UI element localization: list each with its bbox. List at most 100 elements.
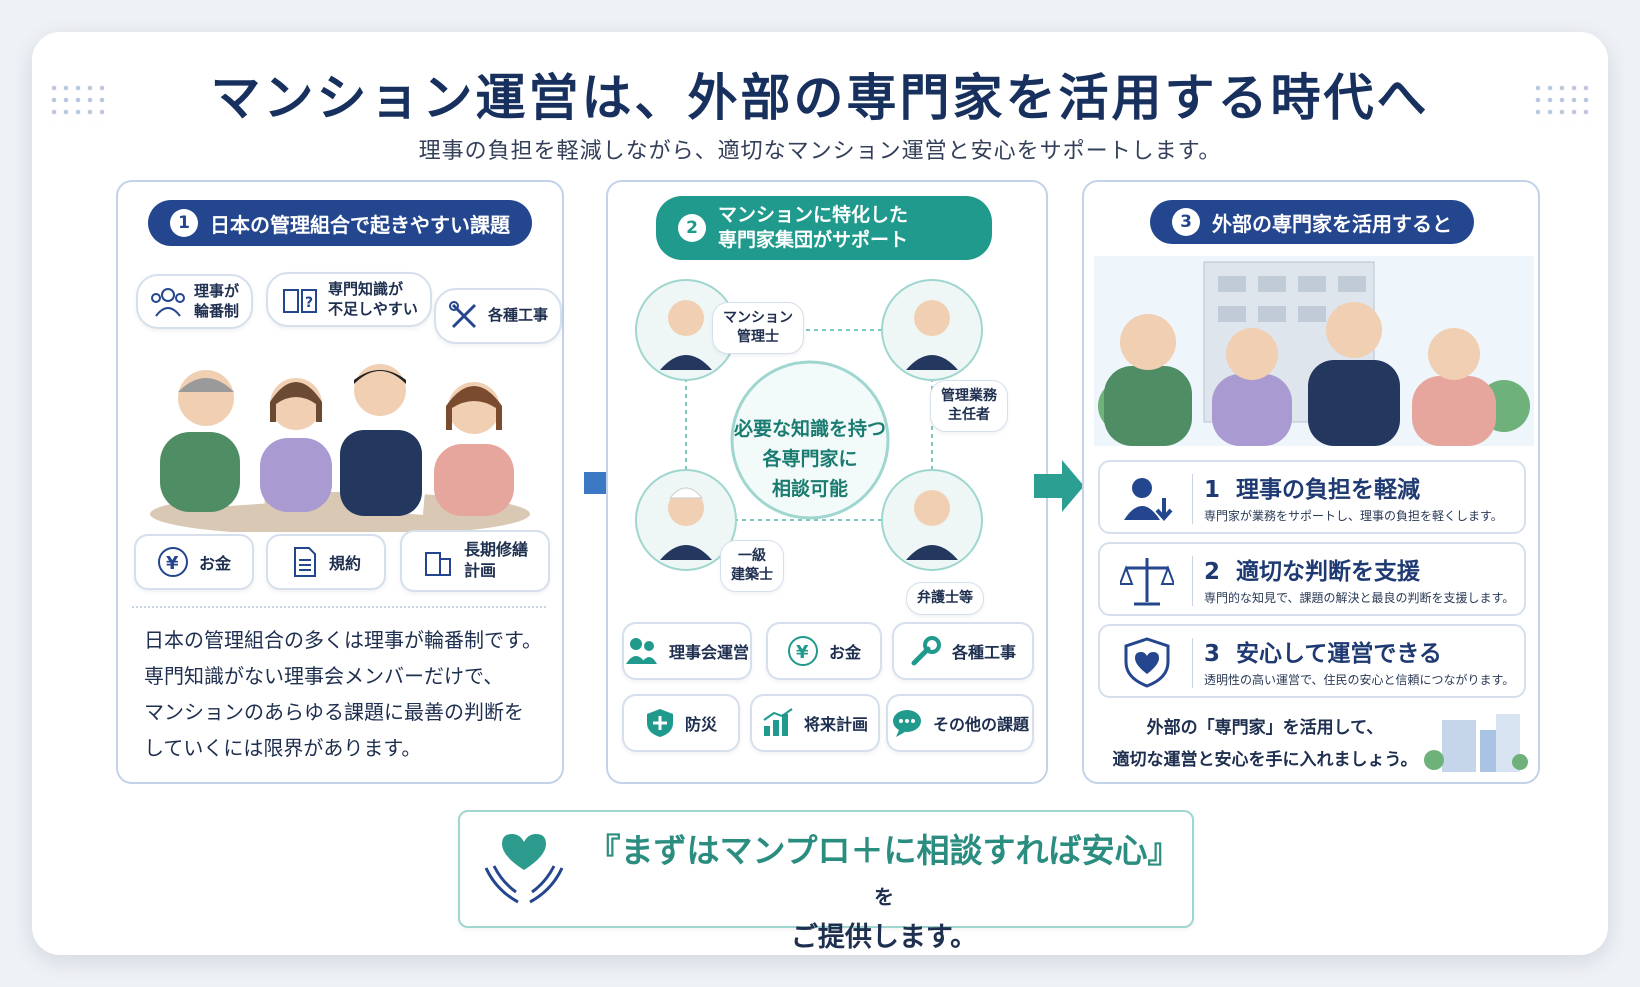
expert-label-text: 管理業務 主任者 [941, 388, 997, 423]
cta-highlight: 『まずはマンプロ＋に相談すれば安心』 [587, 831, 1181, 870]
closing-line: 適切な運営と安心を手に入れましょう。 [1112, 750, 1418, 770]
center-message-line: 必要な知識を持つ [733, 418, 886, 440]
panel1-number: 1 [170, 209, 198, 237]
closing-line: 外部の「専門家」を活用して、 [1146, 718, 1384, 738]
arrow-right-icon [1034, 460, 1084, 512]
panel2-heading: 2 マンションに特化した 専門家集団がサポート [656, 196, 992, 260]
panel1-heading: 1 日本の管理組合で起きやすい課題 [148, 200, 532, 246]
center-message: 必要な知識を持つ 各専門家に 相談可能 [732, 414, 888, 504]
scales-icon [1120, 558, 1174, 606]
building-icon [424, 552, 451, 576]
benefit-number: 1 [1204, 477, 1221, 503]
panel1-description-line: していくには限界があります。 [144, 736, 422, 760]
tag-rules-text: 規約 [328, 554, 361, 573]
cta-suffix: を [874, 885, 894, 909]
tag-money-text: お金 [198, 554, 231, 573]
benefit-reduce-burden: 1 理事の負担を軽減 専門家が業務をサポートし、理事の負担を軽くします。 [1098, 460, 1526, 534]
tools-icon [449, 301, 477, 329]
expert-label-condo-manager: マンション 管理士 [712, 302, 804, 354]
panel3-number: 3 [1172, 208, 1200, 236]
wrench-icon [911, 636, 941, 666]
bubble-knowledge: ? 専門知識が 不足しやすい [266, 272, 432, 327]
chat-icon [892, 710, 921, 737]
user-down-arrow-icon [1124, 478, 1173, 522]
happy-residents-illustration [1094, 256, 1534, 446]
expert-label-lawyer: 弁護士等 [906, 582, 984, 615]
book-question-icon: ? [283, 288, 317, 313]
panel1-divider [132, 606, 546, 608]
bubble-rotation-text: 理事が 輪番制 [194, 282, 240, 320]
service-text: 将来計画 [803, 715, 868, 734]
decor-dots-right [1532, 82, 1594, 122]
panel3-title: 外部の専門家を活用すると [1212, 211, 1452, 236]
service-text: お金 [828, 643, 861, 662]
worried-board-members-illustration [150, 364, 530, 532]
service-money: ¥ お金 [766, 622, 882, 680]
cta-message: 『まずはマンプロ＋に相談すれば安心』を ご提供します。 [584, 830, 1184, 958]
growth-chart-icon [763, 708, 793, 736]
shield-heart-icon [1124, 637, 1170, 688]
panel2-title-line1: マンションに特化した [718, 204, 909, 227]
panel1-description: 日本の管理組合の多くは理事が輪番制です。 専門知識がない理事会メンバーだけで、 … [144, 622, 544, 766]
yen-icon: ¥ [157, 547, 188, 577]
benefit-number: 3 [1204, 641, 1221, 667]
svg-text:¥: ¥ [166, 553, 179, 574]
panel3-closing: 外部の「専門家」を活用して、 適切な運営と安心を手に入れましょう。 [1100, 712, 1430, 776]
benefit-judgment-support: 2 適切な判断を支援 専門的な知見で、課題の解決と最良の判断を支援します。 [1098, 542, 1526, 616]
people-icon [625, 638, 657, 664]
panel1-description-line: マンションのあらゆる課題に最善の判断を [144, 700, 524, 724]
benefit-description: 透明性の高い運営で、住民の安心と信頼につながります。 [1204, 673, 1515, 687]
panel2-title-line2: 専門家集団がサポート [718, 229, 909, 251]
tag-long-term-plan: 長期修繕 計画 [400, 530, 550, 592]
shield-cross-icon [646, 709, 673, 737]
expert-label-text: 弁護士等 [917, 590, 973, 606]
service-construction: 各種工事 [892, 622, 1034, 680]
page-title: マンション運営は、外部の専門家を活用する時代へ [210, 69, 1430, 127]
expert-label-architect: 一級 建築士 [720, 540, 784, 592]
bubble-knowledge-text: 専門知識が 不足しやすい [328, 280, 418, 318]
tag-money: ¥ お金 [134, 534, 254, 590]
service-text: 理事会運営 [668, 643, 749, 662]
service-text: 防災 [684, 715, 717, 734]
center-message-line: 各専門家に [762, 448, 858, 470]
yen-icon: ¥ [787, 636, 818, 666]
people-icon [151, 287, 185, 317]
benefit-title: 安心して運営できる [1236, 641, 1442, 667]
benefit-description: 専門的な知見で、課題の解決と最良の判断を支援します。 [1204, 591, 1515, 605]
service-disaster-prevention: 防災 [622, 694, 740, 752]
cta-line2: ご提供します。 [790, 922, 978, 953]
panel1-description-line: 日本の管理組合の多くは理事が輪番制です。 [144, 628, 542, 652]
benefit-title: 理事の負担を軽減 [1236, 477, 1421, 503]
service-other-issues: その他の課題 [886, 694, 1034, 752]
panel1-title: 日本の管理組合で起きやすい課題 [210, 212, 510, 237]
service-text: 各種工事 [951, 643, 1016, 662]
bubble-construction: 各種工事 [434, 288, 563, 344]
svg-text:¥: ¥ [796, 642, 809, 663]
service-future-plan: 将来計画 [750, 694, 880, 752]
svg-text:?: ? [305, 295, 313, 311]
service-text: その他の課題 [932, 715, 1029, 734]
panel2-number: 2 [678, 214, 706, 242]
benefit-description: 専門家が業務をサポートし、理事の負担を軽くします。 [1204, 509, 1503, 523]
benefit-number: 2 [1204, 559, 1221, 585]
cta-box [458, 810, 1194, 928]
heart-hands-icon [484, 834, 564, 904]
page-subtitle: 理事の負担を軽減しながら、適切なマンション運営と安心をサポートします。 [418, 139, 1222, 164]
document-icon [293, 547, 316, 577]
tag-rules: 規約 [266, 534, 386, 590]
expert-network-diagram [635, 279, 983, 571]
benefit-title: 適切な判断を支援 [1236, 559, 1421, 585]
benefit-peace-of-mind: 3 安心して運営できる 透明性の高い運営で、住民の安心と信頼につながります。 [1098, 624, 1526, 698]
decor-dots-left [48, 82, 110, 122]
expert-label-business-chief: 管理業務 主任者 [930, 380, 1008, 432]
expert-label-text: マンション 管理士 [723, 310, 793, 345]
bubble-construction-text: 各種工事 [488, 306, 549, 325]
service-board-operation: 理事会運営 [622, 622, 752, 680]
buildings-icon [1424, 714, 1528, 772]
center-message-line: 相談可能 [771, 478, 848, 500]
tag-long-term-plan-text: 長期修繕 計画 [463, 540, 528, 580]
bubble-rotation: 理事が 輪番制 [136, 274, 254, 329]
expert-label-text: 一級 建築士 [731, 548, 773, 583]
panel3-heading: 3 外部の専門家を活用すると [1150, 200, 1474, 244]
panel1-description-line: 専門知識がない理事会メンバーだけで、 [144, 664, 504, 688]
